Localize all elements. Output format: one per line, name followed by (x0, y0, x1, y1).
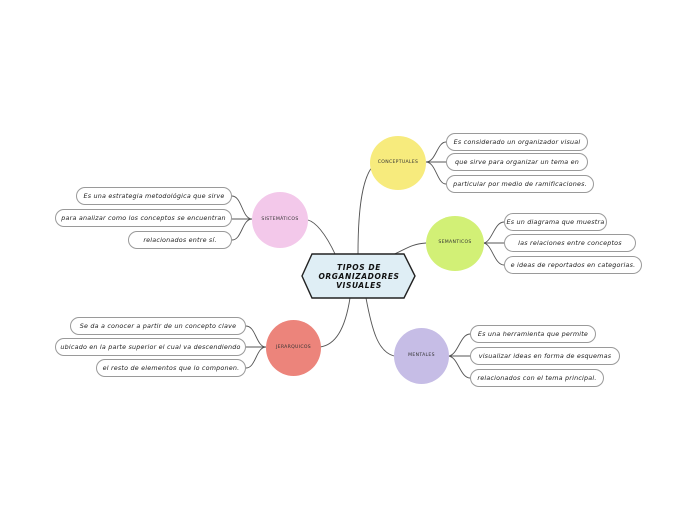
node-semanticos-label: SEMANTICOS (438, 240, 472, 246)
note-mentales-1[interactable]: Es una herramienta que permite (470, 325, 596, 343)
note-jerarquicos-1[interactable]: Se da a conocer a partir de un concepto … (70, 317, 246, 335)
node-semanticos[interactable]: SEMANTICOS (426, 216, 484, 271)
line-center-jerarquicos (319, 297, 351, 348)
note-semanticos-3[interactable]: e ideas de reportados en categorias. (504, 256, 642, 274)
central-topic-shape[interactable] (301, 253, 416, 299)
note-sistematicos-1[interactable]: Es una estrategia metodológica que sirve (76, 187, 232, 205)
bracket-jerarquicos (245, 325, 267, 369)
node-mentales[interactable]: MENTALES (394, 328, 449, 384)
bracket-mentales (447, 333, 471, 379)
node-sistematicos-label: SISTEMÁTICOS (261, 216, 299, 222)
note-conceptuales-2[interactable]: que sirve para organizar un tema en (446, 153, 588, 171)
node-conceptuales[interactable]: CONCEPTUALES (370, 136, 426, 190)
line-center-sistematicos (307, 219, 337, 257)
bracket-semanticos (482, 221, 505, 266)
central-topic-label[interactable]: TIPOS DE ORGANIZADORES VISUALES (318, 262, 400, 290)
note-mentales-3[interactable]: relacionados con el tema principal. (470, 369, 604, 387)
note-sistematicos-2[interactable]: para analizar como los conceptos se encu… (55, 209, 232, 227)
note-jerarquicos-2[interactable]: ubicado en la parte superior el cual va … (55, 338, 246, 356)
node-conceptuales-label: CONCEPTUALES (377, 159, 419, 165)
note-semanticos-2[interactable]: las relaciones entre conceptos (504, 234, 636, 252)
bracket-sistematicos (231, 195, 253, 241)
bracket-conceptuales (425, 141, 447, 185)
connector-lines (231, 141, 505, 379)
node-sistematicos[interactable]: SISTEMÁTICOS (252, 192, 308, 248)
note-jerarquicos-3[interactable]: el resto de elementos que lo componen. (96, 359, 246, 377)
note-sistematicos-3[interactable]: relacionados entre sí. (128, 231, 232, 249)
note-conceptuales-1[interactable]: Es considerado un organizador visual (446, 133, 588, 151)
note-semanticos-1[interactable]: Es un diagrama que muestra (504, 213, 607, 231)
note-conceptuales-3[interactable]: particular por medio de ramificaciones. (446, 175, 594, 193)
note-mentales-2[interactable]: visualizar ideas en forma de esquemas (470, 347, 620, 365)
node-jerarquicos[interactable]: JERARQUICOS (266, 320, 321, 376)
node-jerarquicos-label: JERARQUICOS (276, 344, 311, 350)
line-center-mentales (365, 297, 395, 357)
node-mentales-label: MENTALES (408, 352, 435, 358)
